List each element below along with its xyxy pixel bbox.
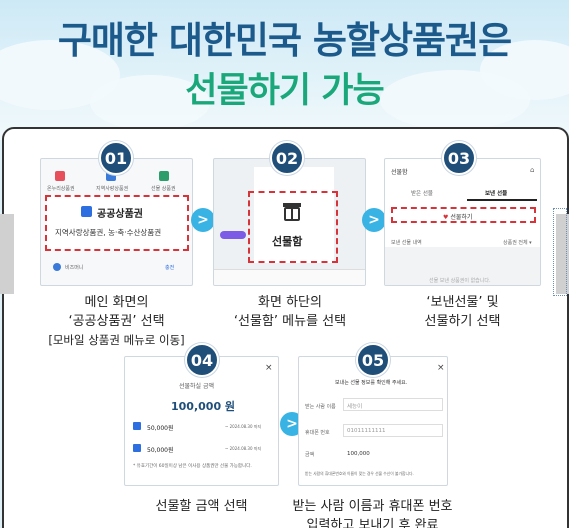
gift-icon bbox=[283, 203, 301, 221]
step-number-4: 04 bbox=[185, 343, 219, 377]
field-label: 받는 사람 이름 bbox=[305, 404, 336, 410]
step-number-5: 05 bbox=[356, 343, 390, 377]
right-edge-tab bbox=[556, 214, 569, 294]
voucher-row-value: 50,000원 bbox=[147, 425, 174, 432]
confirm-header: 보내는 선물 정보를 확인해 주세요. bbox=[335, 380, 408, 386]
step1-screenshot: 온누리상품권 지역사랑상품권 선물 상품권 공공상품권 지역사랑상품권, 농·축… bbox=[40, 158, 193, 286]
recipient-name-input[interactable]: 세능이 bbox=[347, 404, 363, 410]
next-arrow: > bbox=[191, 208, 215, 232]
charge-label[interactable]: 충전 bbox=[165, 265, 175, 271]
voucher-row-date: ~ 2024.08.30 까지 bbox=[225, 446, 262, 451]
step4-screenshot: × 선물하실 금액 100,000 원 50,000원 ~ 2024.08.30… bbox=[124, 356, 279, 486]
close-icon[interactable]: × bbox=[265, 363, 273, 373]
headline-subtitle: 선물하기 가능 bbox=[185, 71, 384, 111]
recipient-note: 받는 사람의 휴대폰번호와 이름이 맞는 경우 선물 수신이 불가합니다. bbox=[305, 471, 414, 476]
giftbox-button[interactable]: 선물함 bbox=[272, 235, 303, 248]
field-label: 금액 bbox=[305, 452, 315, 458]
step4-caption: 선물할 금액 선택 bbox=[155, 499, 248, 514]
bizmoney-icon bbox=[53, 263, 61, 271]
voucher-row-value: 50,000원 bbox=[147, 447, 174, 454]
cloud-decoration bbox=[90, 75, 210, 130]
cloud-decoration bbox=[480, 40, 569, 100]
voucher-icon bbox=[81, 206, 92, 217]
gift-amount-label: 선물하실 금액 bbox=[179, 383, 215, 390]
checkbox-checked[interactable] bbox=[133, 422, 141, 430]
highlight-box bbox=[391, 207, 536, 223]
bizmoney-label: 비즈머니 bbox=[65, 265, 84, 271]
giftbox-header: 선물함 bbox=[391, 169, 408, 176]
phone-number-input[interactable]: 01011111111 bbox=[347, 428, 386, 434]
active-tab-underline bbox=[467, 199, 537, 201]
icon-label: 온누리상품권 bbox=[47, 186, 75, 192]
close-icon[interactable]: × bbox=[437, 363, 445, 373]
next-arrow: > bbox=[362, 208, 386, 232]
checkbox-checked[interactable] bbox=[133, 444, 141, 452]
sky-background bbox=[0, 0, 569, 140]
public-voucher-subtitle: 지역사랑상품권, 농·축·수산상품권 bbox=[55, 228, 162, 237]
step2-caption: 화면 하단의 ‘선물함’ 메뉴를 선택 bbox=[233, 295, 347, 329]
amount-value: 100,000 bbox=[347, 451, 370, 457]
voucher-filter[interactable]: 상품권 전체 ▾ bbox=[503, 240, 532, 246]
selection-outline bbox=[553, 208, 567, 296]
step-number-1: 01 bbox=[99, 141, 133, 175]
public-voucher-title[interactable]: 공공상품권 bbox=[97, 209, 143, 220]
step1-caption: 메인 화면의 ‘공공상품권’ 선택 [모바일 상품권 메뉴로 이동] bbox=[48, 295, 185, 347]
field-label: 휴대폰 번호 bbox=[305, 430, 330, 436]
bottom-nav-bar bbox=[214, 269, 365, 285]
highlight-box bbox=[45, 195, 189, 251]
tab-received[interactable]: 받은 선물 bbox=[411, 191, 433, 197]
step3-caption: ‘보낸선물’ 및 선물하기 선택 bbox=[424, 295, 501, 329]
highlight-box bbox=[248, 191, 338, 263]
app-icon bbox=[106, 171, 116, 181]
tab-pill bbox=[220, 231, 246, 239]
gift-send-button[interactable]: ♥ 선물하기 bbox=[443, 214, 473, 221]
sent-list-label: 보낸 선물 내역 bbox=[391, 240, 422, 246]
headline-title: 구매한 대한민국 농할상품권은 bbox=[57, 19, 512, 62]
step3-screenshot: 선물함 ⌂ 받은 선물 보낸 선물 ♥ 선물하기 보낸 선물 내역 상품권 전체… bbox=[384, 158, 541, 286]
empty-message: 선물 보낸 상품권이 없습니다. bbox=[429, 278, 491, 284]
app-icon bbox=[159, 171, 169, 181]
icon-label: 선물 상품권 bbox=[151, 186, 176, 192]
home-icon[interactable]: ⌂ bbox=[530, 166, 535, 174]
step5-caption: 받는 사람 이름과 휴대폰 번호 입력하고 보내기 후 완료 bbox=[292, 499, 453, 528]
step-number-3: 03 bbox=[442, 141, 476, 175]
gift-amount-value: 100,000 원 bbox=[171, 400, 236, 413]
step2-screenshot: 선물함 bbox=[213, 158, 366, 286]
app-icon bbox=[55, 171, 65, 181]
icon-label: 지역사랑상품권 bbox=[96, 186, 129, 192]
tab-sent[interactable]: 보낸 선물 bbox=[485, 191, 508, 197]
voucher-row-date: ~ 2024.08.30 까지 bbox=[225, 424, 262, 429]
gift-note: * 유효기간이 60일이상 남은 이사용 상품권만 선물 가능합니다. bbox=[133, 464, 252, 469]
step-number-2: 02 bbox=[270, 141, 304, 175]
left-edge-tab bbox=[0, 214, 14, 294]
